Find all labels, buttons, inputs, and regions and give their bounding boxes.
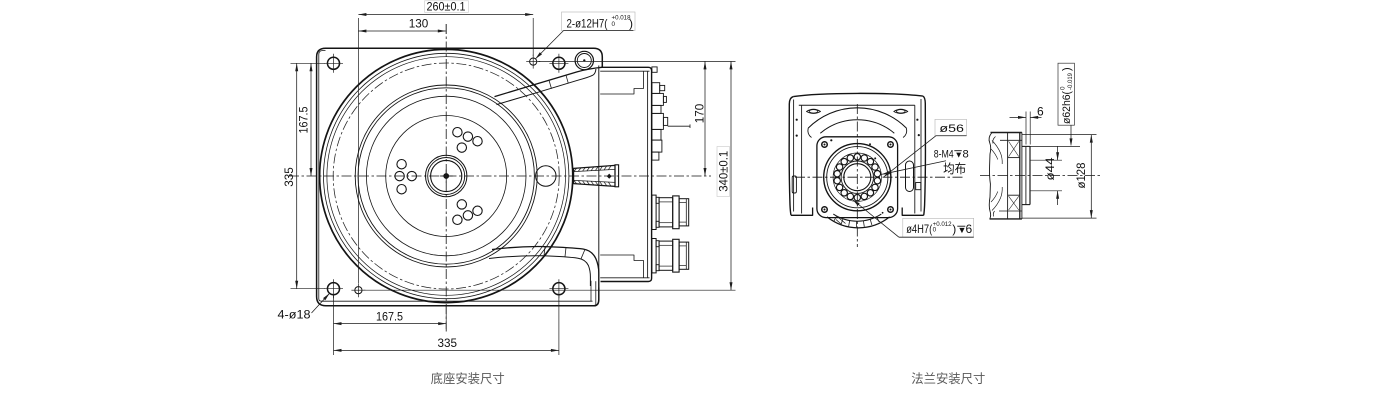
svg-text:0: 0 (1060, 86, 1067, 90)
svg-text:167.5: 167.5 (297, 106, 311, 133)
svg-text:底座安装尺寸: 底座安装尺寸 (431, 371, 505, 386)
svg-text:8: 8 (963, 149, 969, 161)
svg-text:ø44: ø44 (1043, 157, 1057, 180)
svg-text:8-M4: 8-M4 (934, 149, 954, 161)
svg-text:260±0.1: 260±0.1 (427, 0, 466, 14)
svg-text:ø128: ø128 (1074, 162, 1088, 188)
svg-text:ø4H7(: ø4H7( (906, 222, 932, 236)
svg-text:+0.012: +0.012 (933, 221, 952, 228)
svg-text:335: 335 (438, 336, 458, 350)
svg-text:+0.018: +0.018 (612, 15, 631, 22)
svg-text:): ) (629, 16, 633, 30)
svg-text:0: 0 (933, 227, 937, 234)
svg-text:): ) (952, 222, 956, 236)
svg-text:▼: ▼ (955, 149, 963, 159)
svg-text:340±0.1: 340±0.1 (716, 150, 730, 191)
svg-text:4-ø18: 4-ø18 (278, 308, 311, 322)
svg-text:): ) (1061, 67, 1073, 71)
svg-text:167.5: 167.5 (376, 309, 403, 323)
svg-text:ø62h6(: ø62h6( (1061, 91, 1073, 124)
svg-text:法兰安装尺寸: 法兰安装尺寸 (911, 371, 985, 386)
svg-text:6: 6 (966, 222, 973, 236)
svg-text:6: 6 (1037, 104, 1044, 118)
svg-text:130: 130 (409, 17, 429, 31)
svg-text:170: 170 (693, 103, 707, 123)
svg-text:0: 0 (612, 21, 616, 28)
svg-text:ø56: ø56 (939, 123, 964, 135)
svg-text:▼: ▼ (958, 225, 967, 235)
svg-text:335: 335 (282, 167, 296, 187)
svg-text:2-ø12H7(: 2-ø12H7( (567, 16, 608, 30)
svg-text:-0.019: -0.019 (1067, 73, 1074, 90)
svg-text:均布: 均布 (943, 162, 966, 176)
